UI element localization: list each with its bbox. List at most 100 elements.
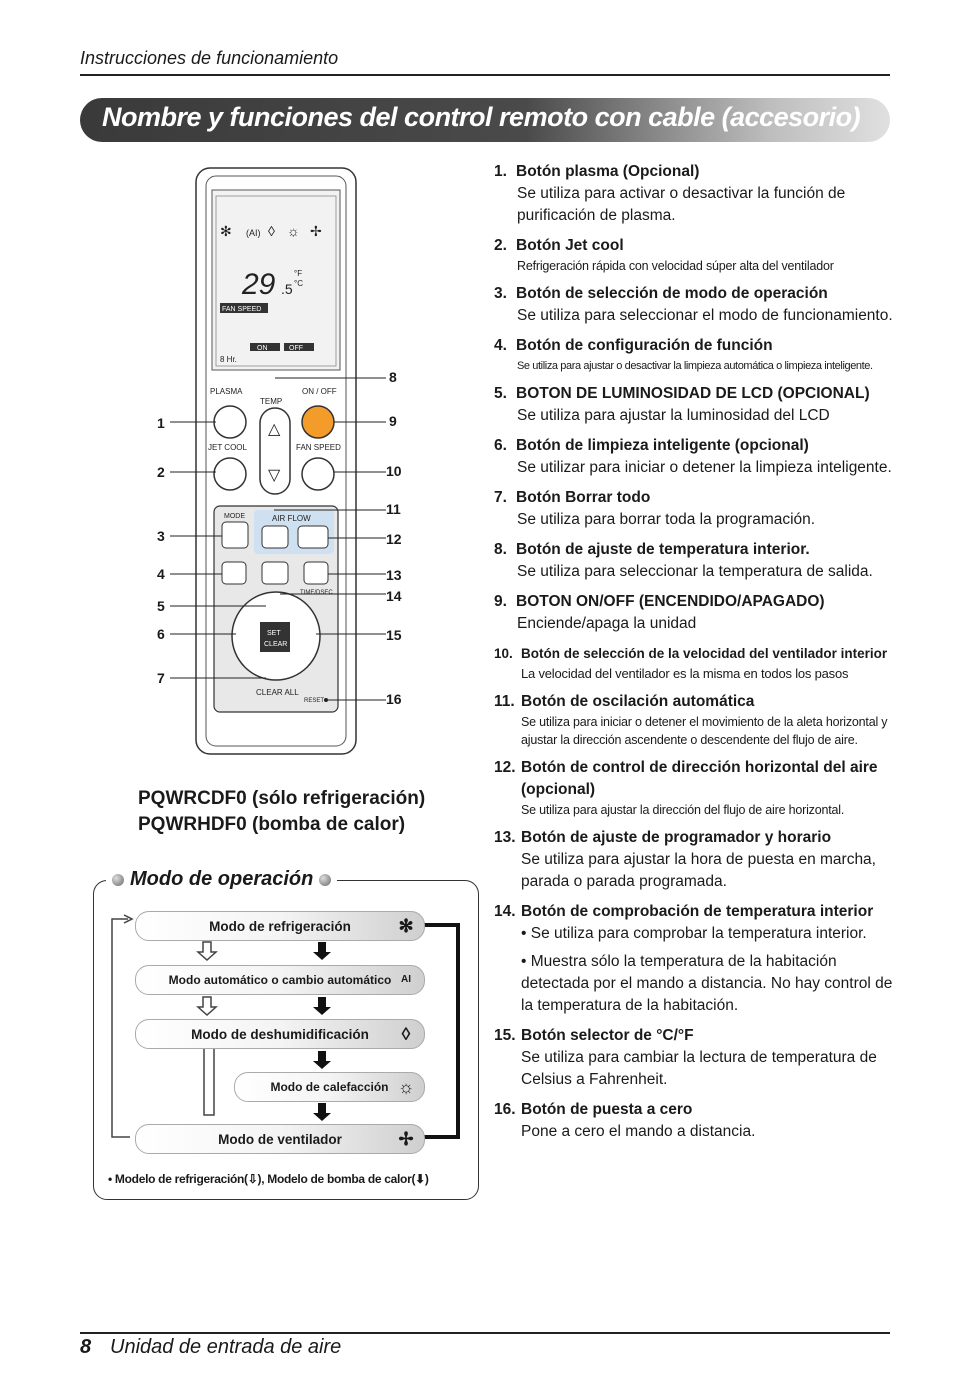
mode-label: MODE bbox=[224, 513, 245, 520]
mode-box-title: Modo de operación bbox=[106, 868, 338, 891]
bullet-icon bbox=[112, 873, 124, 886]
section-header: Instrucciones de funcionamiento bbox=[80, 48, 339, 68]
fan-speed-button[interactable] bbox=[301, 457, 335, 491]
onoff-label: ON / OFF bbox=[302, 387, 337, 396]
page-title: Nombre y funciones del control remoto co… bbox=[102, 102, 861, 132]
reset-button[interactable] bbox=[324, 698, 328, 702]
footer-rule bbox=[80, 1332, 890, 1334]
fanspeed-label: FAN SPEED bbox=[296, 443, 341, 452]
callout-3: 3 bbox=[157, 528, 165, 544]
list-item: 11.Botón de oscilación automática Se uti… bbox=[494, 693, 888, 747]
list-item: 4.Botón de configuración de función Se u… bbox=[494, 337, 873, 372]
list-item: 6.Botón de limpieza inteligente (opciona… bbox=[494, 437, 892, 476]
timer-button[interactable] bbox=[303, 561, 329, 585]
list-item: 13.Botón de ajuste de programador y hora… bbox=[494, 829, 876, 890]
temp-label: TEMP bbox=[260, 397, 282, 406]
list-item: 3.Botón de selección de modo de operació… bbox=[494, 285, 893, 324]
timedsec-label: TIME/DSEC bbox=[300, 590, 333, 596]
callout-5: 5 bbox=[157, 598, 165, 614]
jetcool-label: JET COOL bbox=[208, 443, 248, 452]
bullet-icon bbox=[319, 873, 332, 886]
mode-fan: Modo de ventilador ✢ bbox=[135, 1124, 425, 1154]
lcd-timer: 8 Hr. bbox=[220, 355, 237, 364]
function-setting-button[interactable] bbox=[221, 561, 247, 585]
sun-icon: ☼ bbox=[397, 1077, 415, 1097]
callout-7: 7 bbox=[157, 670, 165, 686]
mode-flow-arrows bbox=[111, 914, 460, 1139]
horizontal-air-button[interactable] bbox=[297, 525, 329, 549]
lcd-fan-speed: FAN SPEED bbox=[222, 306, 261, 313]
list-item: 15.Botón selector de °C/°F Se utiliza pa… bbox=[494, 1027, 877, 1088]
title-banner: Nombre y funciones del control remoto co… bbox=[80, 98, 890, 142]
snowflake-icon: ✻ bbox=[220, 223, 232, 239]
list-item: 12.Botón de control de dirección horizon… bbox=[494, 759, 878, 817]
model-line-2: PQWRHDF0 (bomba de calor) bbox=[138, 814, 406, 835]
list-item: 2.Botón Jet cool Refrigeración rápida co… bbox=[494, 237, 834, 273]
list-item: 10.Botón de selección de la velocidad de… bbox=[494, 646, 888, 681]
callout-12: 12 bbox=[386, 531, 402, 547]
list-item: 8.Botón de ajuste de temperatura interio… bbox=[494, 541, 873, 580]
solid-arrow-icon: ⬇ bbox=[415, 1172, 425, 1186]
fan-icon: ✢ bbox=[310, 223, 322, 239]
temp-up-icon: △ bbox=[268, 421, 281, 438]
callout-11: 11 bbox=[386, 501, 401, 517]
on-off-button[interactable] bbox=[301, 405, 335, 439]
snowflake-icon: ✻ bbox=[398, 916, 414, 936]
ai-icon: (AI) bbox=[246, 228, 261, 238]
mode-auto: Modo automático o cambio automático AI bbox=[135, 965, 425, 995]
callout-2: 2 bbox=[157, 464, 165, 480]
header-rule bbox=[80, 74, 890, 76]
ai-icon: AI bbox=[401, 974, 411, 985]
list-item: 9.BOTON ON/OFF (ENCENDIDO/APAGADO) Encie… bbox=[494, 593, 825, 632]
lcd-off: OFF bbox=[289, 345, 303, 352]
swing-button[interactable] bbox=[261, 525, 289, 549]
set-label: SET bbox=[267, 630, 281, 637]
model-line-1: PQWRCDF0 (sólo refrigeración) bbox=[138, 788, 426, 809]
callout-1: 1 bbox=[157, 415, 165, 431]
mode-heating: Modo de calefacción ☼ bbox=[234, 1072, 425, 1102]
lcd-unit-f: °F bbox=[294, 269, 302, 278]
mode-title-text: Modo de operación bbox=[130, 868, 314, 890]
temp-rocker[interactable] bbox=[259, 407, 291, 495]
temp-down-icon: ▽ bbox=[268, 467, 281, 484]
set-clear-button[interactable] bbox=[260, 622, 290, 652]
lcd-temp-decimal: .5 bbox=[281, 281, 293, 297]
callout-8: 8 bbox=[389, 369, 397, 385]
plasma-button[interactable] bbox=[213, 405, 247, 439]
sun-icon: ☼ bbox=[287, 223, 300, 239]
plasma-label: PLASMA bbox=[210, 387, 243, 396]
callout-14: 14 bbox=[386, 588, 402, 604]
drop-icon: ◊ bbox=[268, 223, 275, 239]
list-item: 16.Botón de puesta a cero Pone a cero el… bbox=[494, 1101, 756, 1140]
reset-label: RESET bbox=[304, 698, 324, 704]
jet-cool-button[interactable] bbox=[213, 457, 247, 491]
list-item: 5.BOTON DE LUMINOSIDAD DE LCD (OPCIONAL)… bbox=[494, 385, 870, 424]
room-temp-check-button[interactable] bbox=[261, 561, 289, 585]
mode-cooling: Modo de refrigeración ✻ bbox=[135, 911, 425, 941]
model-caption: PQWRCDF0 (sólo refrigeración) PQWRHDF0 (… bbox=[138, 786, 425, 838]
function-list: 1.Botón plasma (Opcional) Se utiliza par… bbox=[494, 161, 894, 1151]
remote-illustration: ✻ (AI) ◊ ☼ ✢ 29 .5 °F °C FAN SPEED ON OF… bbox=[170, 167, 386, 755]
fan-icon: ✢ bbox=[398, 1129, 414, 1149]
list-item: 7.Botón Borrar todo Se utiliza para borr… bbox=[494, 489, 816, 528]
drop-icon: ◊ bbox=[401, 1024, 411, 1044]
mode-button[interactable] bbox=[221, 521, 249, 549]
clear-label: CLEAR bbox=[264, 641, 287, 648]
list-item: 1.Botón plasma (Opcional) Se utiliza par… bbox=[494, 163, 846, 224]
clearall-label: CLEAR ALL bbox=[256, 688, 299, 697]
lcd-on: ON bbox=[257, 345, 268, 352]
callout-16: 16 bbox=[386, 691, 402, 707]
outline-arrow-icon: ⇩ bbox=[247, 1172, 258, 1186]
lcd-temp: 29 bbox=[241, 268, 276, 301]
lcd-display bbox=[211, 189, 341, 371]
callout-9: 9 bbox=[389, 413, 397, 429]
list-item: 14.Botón de comprobación de temperatura … bbox=[494, 903, 893, 1014]
callout-6: 6 bbox=[157, 626, 165, 642]
lcd-unit-c: °C bbox=[294, 279, 303, 288]
mode-dehumidify: Modo de deshumidificación ◊ bbox=[135, 1019, 425, 1049]
mode-note: • Modelo de refrigeración(⇩), Modelo de … bbox=[108, 1172, 429, 1186]
callout-13: 13 bbox=[386, 567, 402, 583]
callout-10: 10 bbox=[386, 463, 402, 479]
page-number: 8 bbox=[80, 1336, 92, 1358]
footer-text: Unidad de entrada de aire bbox=[110, 1336, 342, 1358]
